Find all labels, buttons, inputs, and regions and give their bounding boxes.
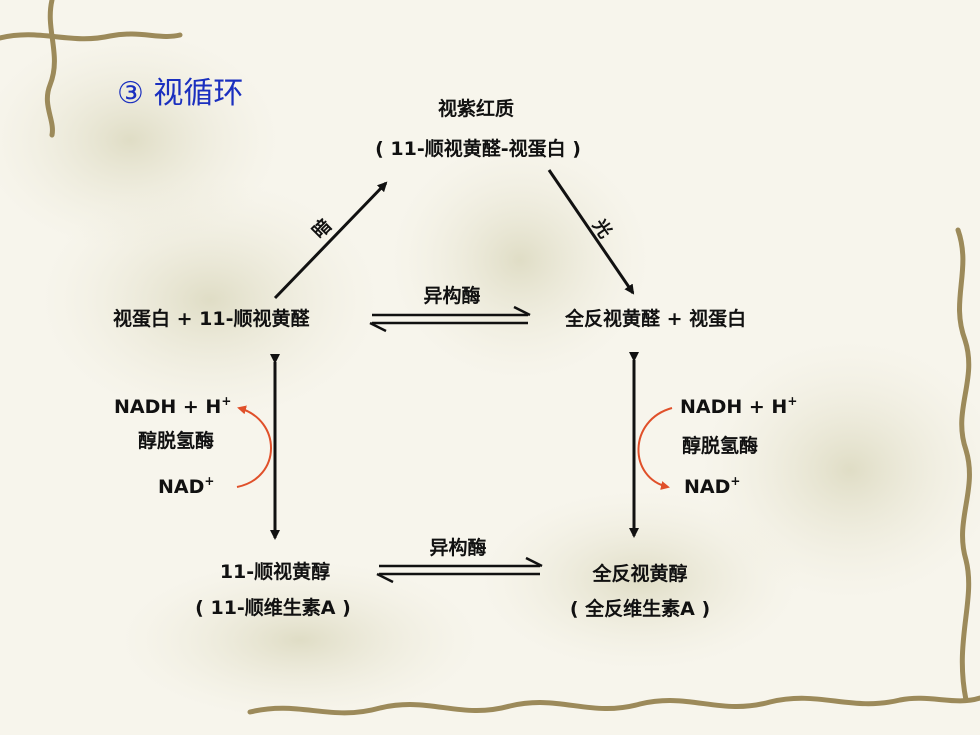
left-nadh-label: NADH + H+ — [114, 394, 232, 418]
all-trans-retinol: 全反视黄醇 — [592, 563, 688, 585]
all-trans-vitamin-a: ( 全反维生素A ) — [569, 598, 711, 620]
rhodopsin-formula: ( 11-顺视黄醛-视蛋白 ) — [375, 138, 581, 160]
right-cofactor-curve-arrow — [637, 407, 673, 490]
plus-superscript: + — [730, 474, 741, 488]
plus-superscript: + — [221, 394, 232, 408]
dark-reaction-arrow — [273, 181, 388, 300]
plus-superscript: + — [787, 394, 798, 408]
reverse-arrow-head — [376, 572, 394, 584]
leaf-shade — [120, 560, 480, 720]
right-nadh-label: NADH + H+ — [680, 394, 798, 418]
opsin-plus-11-cis-retinal: 视蛋白 + 11-顺视黄醛 — [113, 308, 310, 330]
left-cofactor-curve-arrow — [236, 405, 272, 488]
right-alcohol-dehydrogenase: 醇脱氢酶 — [682, 435, 759, 457]
vine — [44, 0, 57, 138]
plus-superscript: + — [204, 474, 215, 488]
11-cis-retinol: 11-顺视黄醇 — [219, 561, 331, 583]
leaf-shade — [390, 140, 650, 380]
leaf-shade — [480, 490, 800, 670]
vine — [0, 31, 183, 42]
11-cis-vitamin-a: ( 11-顺维生素A ) — [195, 597, 351, 619]
left-alcohol-dehydrogenase: 醇脱氢酶 — [138, 430, 215, 452]
vine — [955, 227, 972, 703]
light-reaction-arrow — [547, 169, 635, 295]
forward-arrow-head — [525, 556, 543, 568]
forward-arrow-head — [513, 305, 531, 317]
reverse-arrow-head — [369, 321, 387, 333]
all-trans-retinal-plus-opsin: 全反视黄醛 + 视蛋白 — [565, 308, 747, 330]
vine — [247, 695, 980, 716]
right-nad-label: NAD+ — [684, 474, 741, 498]
leaf-shade — [40, 180, 380, 420]
isomerase-label-top: 异构酶 — [423, 285, 481, 307]
isomerase-label-bottom: 异构酶 — [429, 537, 487, 559]
slide-title: ③ 视循环 — [117, 76, 244, 111]
left-nad-label: NAD+ — [158, 474, 215, 498]
rhodopsin-name: 视紫红质 — [437, 98, 515, 120]
